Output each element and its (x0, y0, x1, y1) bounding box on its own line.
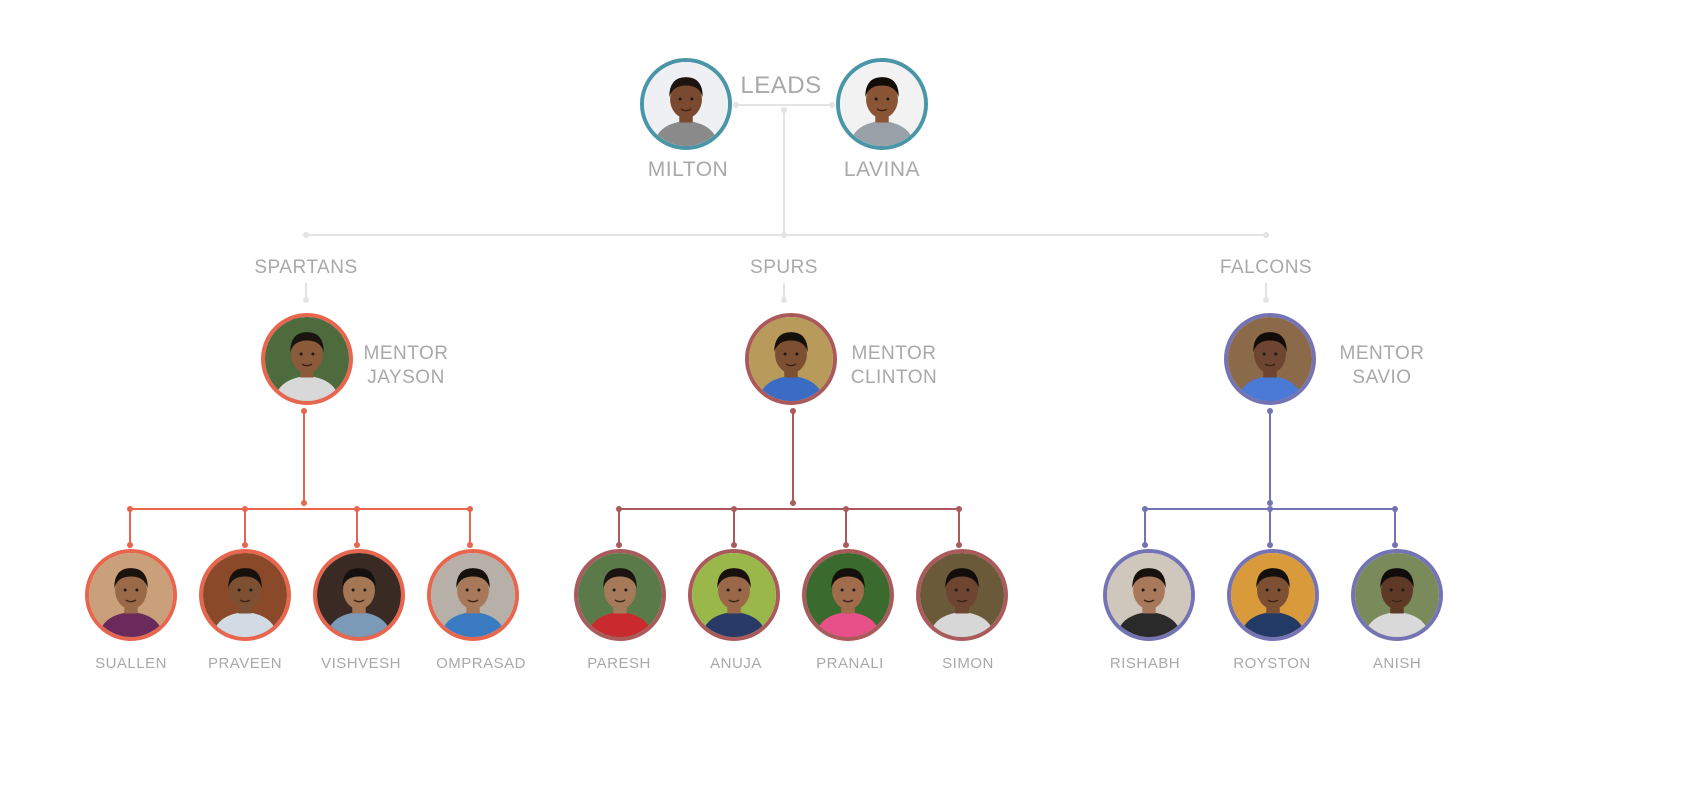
mentor-avatar-savio[interactable] (1224, 313, 1316, 405)
mentor-title: MENTOR (363, 343, 449, 364)
connector-dot (354, 542, 360, 548)
connector-dot (1263, 232, 1269, 238)
member-name: ROYSTON (1233, 655, 1311, 672)
member-avatar-vishvesh[interactable] (313, 549, 405, 641)
member-avatar-anuja[interactable] (688, 549, 780, 641)
member-avatar-rishabh[interactable] (1103, 549, 1195, 641)
portrait-icon (1107, 553, 1191, 637)
connector-dot (1263, 297, 1269, 303)
member-name: PRAVEEN (207, 655, 283, 672)
lead-name: LAVINA (843, 158, 921, 181)
member-name: SUALLEN (95, 655, 167, 672)
member-avatar-omprasad[interactable] (427, 549, 519, 641)
mentor-name: SAVIO (1352, 367, 1412, 388)
connector-dot (733, 102, 739, 108)
connector-dot (790, 408, 796, 414)
connector-dot (127, 542, 133, 548)
connector-dot (1392, 542, 1398, 548)
connector-dot (242, 542, 248, 548)
member-name: PRANALI (816, 655, 884, 672)
portrait-icon (89, 553, 173, 637)
member-avatar-paresh[interactable] (574, 549, 666, 641)
portrait-icon (749, 317, 833, 401)
member-avatar-pranali[interactable] (802, 549, 894, 641)
member-name: OMPRASAD (436, 655, 526, 672)
member-name: PARESH (587, 655, 651, 672)
connector-dot (781, 297, 787, 303)
portrait-icon (840, 62, 924, 146)
lead-avatar-milton[interactable] (640, 58, 732, 150)
mentor-avatar-jayson[interactable] (261, 313, 353, 405)
connector-dot (956, 542, 962, 548)
lead-avatar-lavina[interactable] (836, 58, 928, 150)
team-label-falcons: FALCONS (1219, 257, 1313, 278)
mentor-label: MENTOR JAYSON (360, 342, 452, 390)
connector-dot (1267, 542, 1273, 548)
portrait-icon (1355, 553, 1439, 637)
mentor-name: CLINTON (850, 367, 938, 388)
portrait-icon (431, 553, 515, 637)
team-label-spurs: SPURS (750, 257, 818, 278)
portrait-icon (578, 553, 662, 637)
portrait-icon (1231, 553, 1315, 637)
member-name: RISHABH (1109, 655, 1181, 672)
connector-dot (301, 408, 307, 414)
mentor-label: MENTOR SAVIO (1336, 342, 1428, 390)
member-name: ANISH (1372, 655, 1422, 672)
member-avatar-simon[interactable] (916, 549, 1008, 641)
connector-dot (829, 102, 835, 108)
connector-dot (843, 542, 849, 548)
portrait-icon (692, 553, 776, 637)
portrait-icon (265, 317, 349, 401)
lead-name: MILTON (647, 158, 729, 181)
connector-dot (731, 542, 737, 548)
portrait-icon (317, 553, 401, 637)
connector-dot (781, 107, 787, 113)
member-avatar-praveen[interactable] (199, 549, 291, 641)
connector-dot (790, 500, 796, 506)
team-label-spartans: SPARTANS (254, 257, 358, 278)
connector-dot (303, 232, 309, 238)
member-avatar-anish[interactable] (1351, 549, 1443, 641)
connector-dot (467, 542, 473, 548)
connector-dot (301, 500, 307, 506)
portrait-icon (806, 553, 890, 637)
mentor-title: MENTOR (1339, 343, 1425, 364)
connector-dot (1267, 500, 1273, 506)
mentor-title: MENTOR (851, 343, 937, 364)
mentor-name: JAYSON (367, 367, 445, 388)
portrait-icon (203, 553, 287, 637)
member-name: VISHVESH (321, 655, 401, 672)
connector-dot (781, 232, 787, 238)
portrait-icon (644, 62, 728, 146)
portrait-icon (1228, 317, 1312, 401)
mentor-label: MENTOR CLINTON (846, 342, 942, 390)
connector-dot (303, 297, 309, 303)
connector-dot (1267, 408, 1273, 414)
member-avatar-suallen[interactable] (85, 549, 177, 641)
connector-dot (616, 542, 622, 548)
leads-heading: LEADS (740, 72, 822, 99)
member-name: ANUJA (710, 655, 762, 672)
member-name: SIMON (942, 655, 994, 672)
mentor-avatar-clinton[interactable] (745, 313, 837, 405)
portrait-icon (920, 553, 1004, 637)
connector-dot (1142, 542, 1148, 548)
member-avatar-royston[interactable] (1227, 549, 1319, 641)
